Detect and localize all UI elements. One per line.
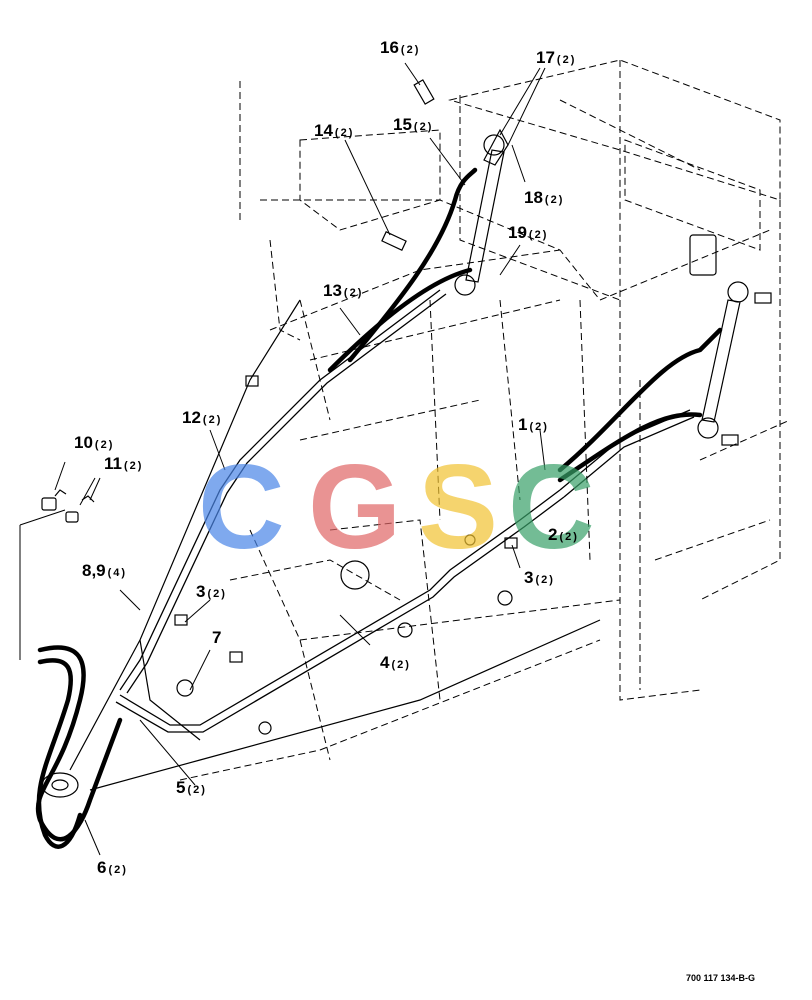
clamps-3 <box>174 375 518 663</box>
watermark-letter-1: C <box>198 440 285 574</box>
callout-14: 14(2) <box>314 121 354 140</box>
hose-1 <box>557 327 723 483</box>
hose-6 <box>35 645 123 849</box>
callout-6: 6(2) <box>97 858 128 877</box>
callout-5: 5(2) <box>176 778 207 797</box>
watermark-letter-3: S <box>418 440 498 574</box>
right-cylinder <box>689 234 772 446</box>
callout-18: 18(2) <box>524 188 564 207</box>
document-number: 700 117 134-B-G <box>686 973 755 983</box>
watermark: C G S C <box>198 440 595 574</box>
tube-12 <box>119 289 447 694</box>
frame-outline <box>41 80 621 798</box>
hose-13 <box>327 167 478 373</box>
tube-4 <box>115 489 565 733</box>
callout-11: 11(2) <box>104 454 143 473</box>
callout-16: 16(2) <box>380 38 420 57</box>
machine-outline-dashed <box>448 59 791 701</box>
pin-16 <box>413 79 435 105</box>
callout-3-right: 3(2) <box>524 568 555 587</box>
callout-13: 13(2) <box>323 281 363 300</box>
callout-4: 4(2) <box>380 653 411 672</box>
watermark-letter-4: C <box>508 440 595 574</box>
callout-1: 1(2) <box>518 415 549 434</box>
callout-17: 17(2) <box>536 48 576 67</box>
watermark-letter-2: G <box>308 440 401 574</box>
callout-labels: 1(2) 2(2) 3(2) 3(2) 4(2) 5(2) 6(2) 7 8,9… <box>74 38 579 877</box>
callout-7: 7 <box>212 628 221 647</box>
callout-15: 15(2) <box>393 115 433 134</box>
leader-lines <box>19 62 546 856</box>
callout-3-left: 3(2) <box>196 582 227 601</box>
pin-14 <box>381 231 407 251</box>
callout-10: 10(2) <box>74 433 114 452</box>
callout-2: 2(2) <box>548 525 579 544</box>
callout-8-9: 8,9(4) <box>82 561 127 580</box>
callout-12: 12(2) <box>182 408 222 427</box>
callout-19: 19(2) <box>508 223 548 242</box>
